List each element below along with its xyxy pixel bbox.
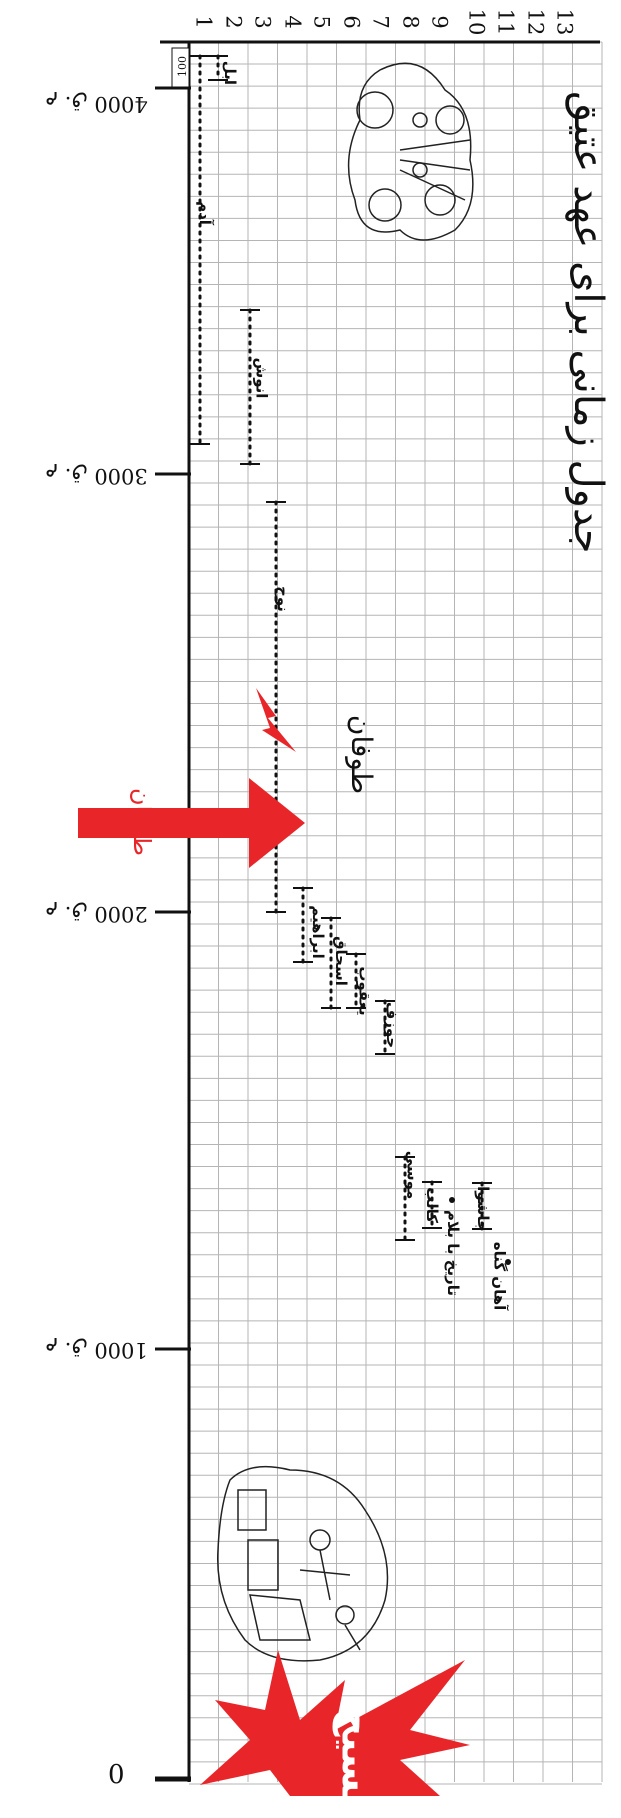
lightning-icon	[256, 688, 296, 752]
label-abraham: ابراهیم	[308, 905, 327, 959]
accents	[78, 688, 470, 1796]
label-adam: آدم	[195, 201, 214, 225]
row-number: 13	[552, 8, 577, 36]
time-axis	[155, 40, 600, 1782]
row-number: 4	[280, 15, 305, 29]
row-number: 11	[493, 8, 518, 36]
label-caleb: کالب	[422, 1187, 441, 1223]
era-label-3000: م .ق 3000	[45, 464, 148, 488]
label-jacob: یعقوب	[355, 966, 374, 1016]
row-number: 7	[368, 15, 393, 29]
row-number: 2	[221, 15, 246, 29]
row-number: 9	[427, 15, 452, 29]
achan-sin-dot	[505, 1259, 511, 1265]
row-number: 1	[191, 15, 216, 29]
label-enosh: انوش	[252, 357, 271, 399]
row-number: 5	[309, 15, 334, 29]
label-abel: ابل	[221, 60, 240, 86]
era-label-4000: م .ق 4000	[45, 92, 148, 116]
row-number: 3	[250, 15, 275, 29]
burst-icon	[200, 1650, 470, 1796]
row-number: 6	[339, 15, 364, 29]
eden-illustration	[347, 62, 474, 241]
row-number: 12	[522, 8, 547, 36]
illustrations	[216, 62, 474, 1662]
flood-label: طوفان	[345, 714, 379, 795]
label-joseph: جوزف	[383, 1001, 402, 1049]
label-balaam-history: تاریخ با بلام	[444, 1209, 463, 1297]
lifespans	[190, 54, 511, 1265]
era-label-1000: م .ق 1000	[45, 1338, 148, 1362]
label-noah: نوح	[273, 586, 292, 612]
page-title: جدول زمانی برای عهد عتیق	[565, 91, 611, 554]
city-illustration	[216, 1465, 389, 1662]
label-isaac: اسحاق	[331, 936, 350, 986]
era-label-2000: م .ق 2000	[45, 902, 148, 926]
label-joshua: جاشوا	[473, 1186, 492, 1232]
flood-arrow	[78, 778, 305, 868]
label-moses: موسی	[403, 1150, 422, 1200]
arrow-label: طوفان	[127, 788, 156, 856]
label-achan-sin: آهان گناه	[490, 1241, 509, 1311]
grid	[188, 41, 603, 1785]
burst-label: مسیح	[332, 1707, 379, 1818]
top-marker-label: 100	[176, 56, 189, 77]
row-number: 8	[398, 15, 423, 29]
era-label-zero: 0	[108, 1760, 125, 1790]
row-number: 10	[463, 8, 488, 36]
balaam-dot	[449, 1197, 455, 1203]
